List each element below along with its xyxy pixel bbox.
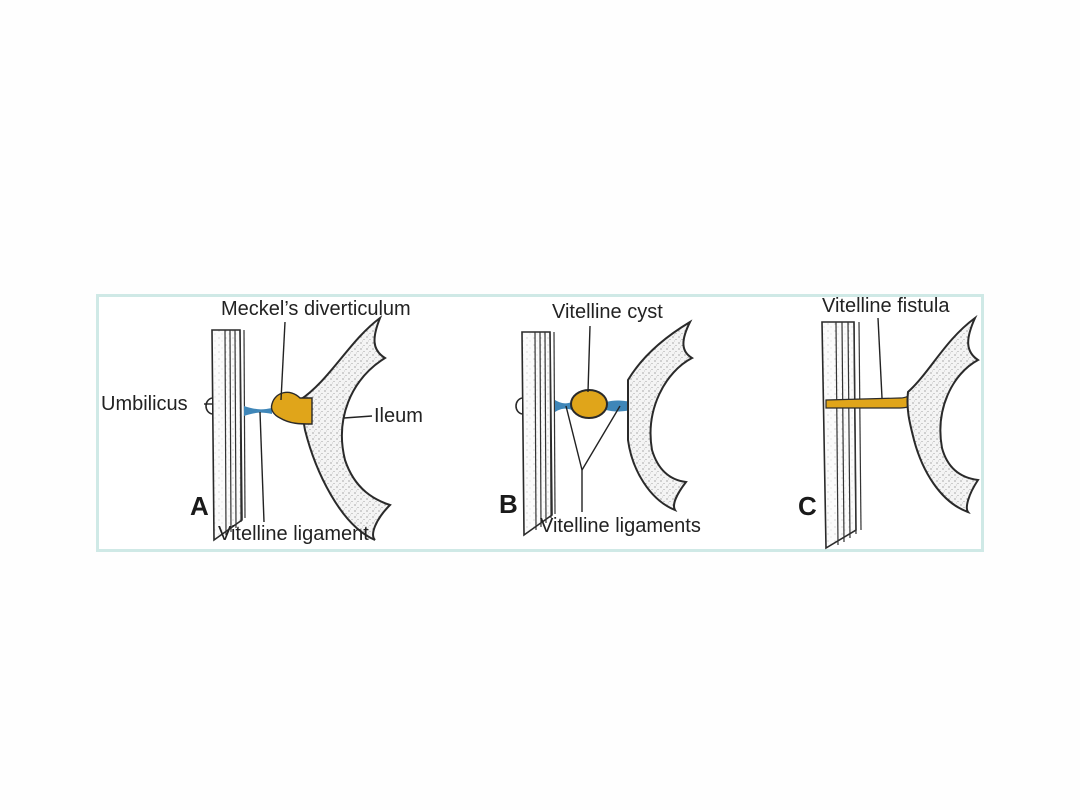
label-meckels-diverticulum: Meckel’s diverticulum: [221, 298, 411, 320]
umbilicus-a: [205, 397, 213, 415]
vitelline-ligament-a: [244, 406, 272, 416]
leader-ligament-b-right: [581, 405, 621, 471]
leader-meckels: [280, 321, 286, 401]
label-vitelline-ligament: Vitelline ligament: [218, 523, 369, 545]
label-vitelline-ligaments: Vitelline ligaments: [540, 515, 701, 537]
abdominal-wall-b: [521, 331, 556, 537]
ileum-c: [906, 314, 980, 515]
panel-letter-a: A: [190, 491, 209, 521]
umbilicus-b: [515, 397, 523, 415]
vitelline-cyst: [570, 389, 608, 419]
label-ileum: Ileum: [374, 405, 423, 427]
vitelline-ligament-b-left: [555, 400, 572, 412]
leader-ileum: [343, 415, 373, 419]
ileum-a: [298, 315, 392, 541]
abdominal-wall-c: [821, 321, 862, 550]
label-vitelline-fistula: Vitelline fistula: [822, 295, 950, 317]
leader-ligament-b-left: [565, 405, 583, 471]
panel-letter-c: C: [798, 491, 817, 521]
panel-b: Vitelline cyst Vitelline ligaments B: [499, 301, 701, 537]
meckels-diverticulum: [270, 391, 313, 425]
panel-letter-b: B: [499, 489, 518, 519]
abdominal-wall-a: [211, 329, 246, 542]
label-umbilicus: Umbilicus: [101, 393, 188, 415]
vitelline-ligament-b-right: [606, 400, 632, 412]
panel-c: Vitelline fistula C: [798, 295, 980, 550]
leader-vitelline-fistula: [877, 317, 883, 399]
leader-vitelline-ligament: [259, 411, 265, 523]
panel-a: Meckel’s diverticulum Umbilicus Ileum Vi…: [101, 298, 423, 545]
label-vitelline-cyst: Vitelline cyst: [552, 301, 663, 323]
ileum-b: [627, 319, 695, 513]
leader-vitelline-cyst: [587, 325, 591, 393]
